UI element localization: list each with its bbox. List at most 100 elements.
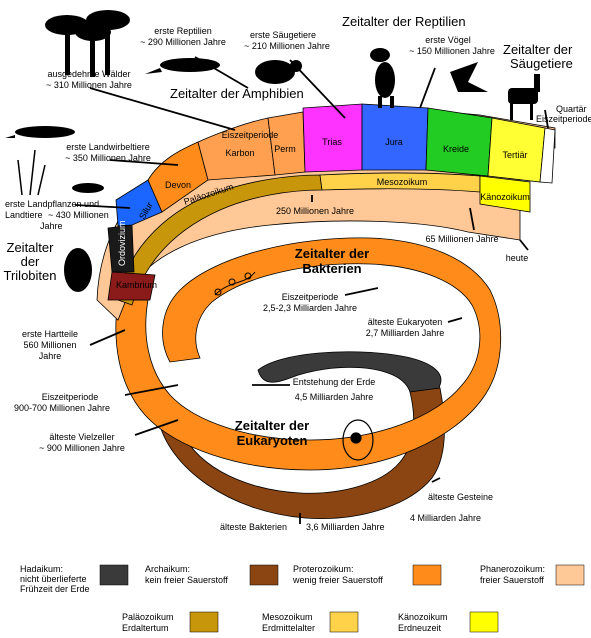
eiszeit25-annot-1: Eiszeitperiode	[282, 292, 339, 302]
devon-label: Devon	[165, 180, 191, 190]
trilobiten-heading-2: der	[21, 254, 40, 269]
plant-icon	[17, 149, 46, 196]
hadaikum-band	[257, 351, 442, 396]
landwirbel-annot-1: erste Landwirbeltiere	[66, 142, 150, 152]
eiszeit25-annot-2: 2,5-2,3 Milliarden Jahre	[263, 303, 357, 313]
legend: Hadaikum: nicht überlieferte Frühzeit de…	[20, 564, 585, 633]
zebra-icon	[508, 74, 540, 120]
waelder-annot-2: ~ 310 Millionen Jahre	[46, 80, 132, 90]
saeuger-annot-2: ~ 210 Millionen Jahre	[244, 41, 330, 51]
eukaryoten-heading-1: Zeitalter der	[235, 418, 309, 433]
voegel-annot-1: erste Vögel	[425, 35, 471, 45]
gesteine-annot-2: 4 Milliarden Jahre	[410, 513, 481, 523]
legend-swatch-archaikum	[249, 564, 279, 586]
reptile-icon	[145, 58, 220, 74]
trilobite-icon	[64, 248, 92, 292]
amphibien-heading: Zeitalter der Amphibien	[170, 86, 304, 101]
silur-block	[115, 179, 163, 227]
saeugetiere-heading-1: Zeitalter der	[503, 42, 573, 57]
legend-kaenozoikum-2: Erdneuzeit	[398, 623, 442, 633]
eukaryote-cell-icon	[342, 419, 374, 461]
legend-swatch-kaenozoikum	[469, 611, 499, 633]
tertiaer-label: Tertiär	[502, 150, 527, 160]
legend-archaikum-2: kein freier Sauerstoff	[145, 575, 228, 585]
landwirbel-annot-2: ~ 350 Millionen Jahre	[65, 153, 151, 163]
perm-label: Perm	[274, 144, 296, 154]
hartteile-annot-3: Jahre	[39, 351, 62, 361]
eukaryoten-heading-2: Eukaryoten	[237, 433, 308, 448]
bakterien-heading-1: Zeitalter der	[295, 246, 369, 261]
kaenozoikum-label: Känozoikum	[480, 192, 530, 202]
insect-icon	[72, 183, 104, 193]
dinosaur-icon	[370, 48, 395, 108]
landpflanzen-annot-2: Landtiere	[5, 210, 43, 220]
legend-mesozoikum-1: Mesozoikum	[262, 612, 313, 622]
quartaer-block	[539, 127, 556, 184]
vielzeller-annot-2: ~ 900 Millionen Jahre	[39, 443, 125, 453]
legend-mesozoikum-2: Erdmittelalter	[262, 623, 315, 633]
kambrium-block	[107, 271, 156, 301]
trias-label: Trias	[322, 137, 342, 147]
bakterien-annot-1: älteste Bakterien	[220, 522, 287, 532]
bakterien-heading-2: Bakterien	[302, 261, 361, 276]
trilobiten-heading-1: Zeitalter	[7, 240, 55, 255]
jura-label: Jura	[385, 137, 403, 147]
hartteile-annot-2: 560 Millionen	[23, 340, 76, 350]
kaenozoikum-stripe	[479, 175, 531, 213]
legend-hadaikum-3: Frühzeit der Erde	[20, 584, 90, 594]
legend-swatch-palaeozoikum	[189, 611, 219, 633]
voegel-annot-2: ~ 150 Millionen Jahre	[409, 46, 495, 56]
kreide-block	[425, 107, 493, 177]
legend-swatch-proterozoikum	[412, 564, 442, 586]
heute-annot: heute	[506, 253, 529, 263]
legend-palaeozoikum-2: Erdaltertum	[122, 623, 169, 633]
archaikum-band	[157, 387, 445, 519]
hartteile-annot-1: erste Hartteile	[22, 329, 78, 339]
reptilien-annot-2: ~ 290 Millionen Jahre	[140, 37, 226, 47]
bakterien-annot-2: 3,6 Milliarden Jahre	[306, 522, 385, 532]
vielzeller-annot-1: älteste Vielzeller	[49, 432, 114, 442]
trilobiten-heading-3: Trilobiten	[4, 268, 57, 283]
legend-hadaikum-2: nicht überlieferte	[20, 574, 87, 584]
erde-annot-2: 4,5 Milliarden Jahre	[295, 392, 374, 402]
saeugetiere-heading-2: Säugetiere	[510, 56, 573, 71]
reptilien-annot-1: erste Reptilien	[154, 26, 212, 36]
eiszeitperiode-karbon-label: Eiszeitperiode	[222, 130, 279, 140]
legend-phanerozoikum-1: Phanerozoikum:	[480, 564, 545, 574]
kambrium-label: Kambrium	[116, 280, 157, 290]
legend-swatch-phanerozoikum	[555, 564, 585, 586]
eiszeit900-annot-2: 900-700 Millionen Jahre	[14, 403, 110, 413]
quartaer-label-1: Quartär	[556, 104, 587, 114]
m250-annot: 250 Millionen Jahre	[276, 206, 354, 216]
landpflanzen-annot-3: ~ 430 Millionen	[48, 210, 109, 220]
legend-swatch-mesozoikum	[329, 611, 359, 633]
reptilien-heading: Zeitalter der Reptilien	[342, 14, 466, 29]
legend-hadaikum-1: Hadaikum:	[20, 564, 63, 574]
landpflanzen-annot-1: erste Landpflanzen und	[5, 199, 99, 209]
legend-proterozoikum-2: wenig freier Sauerstoff	[292, 575, 383, 585]
mammal-icon	[255, 60, 302, 84]
bacteria-icon	[214, 271, 256, 296]
palm-tree-icon	[45, 10, 130, 77]
legend-proterozoikum-1: Proterozoikum:	[293, 564, 354, 574]
karbon-label: Karbon	[225, 148, 254, 158]
eukaryoten-annot-1: älteste Eukaryoten	[368, 317, 443, 327]
legend-palaeozoikum-1: Paläozoikum	[122, 612, 174, 622]
ordovizium-label: Ordovizium	[117, 220, 127, 266]
eiszeit900-annot-1: Eiszeitperiode	[42, 392, 99, 402]
quartaer-label-2: Eiszeitperiode	[536, 114, 591, 124]
eukaryoten-annot-2: 2,7 Milliarden Jahre	[366, 328, 445, 338]
waelder-annot-1: ausgedehnte Wälder	[47, 69, 130, 79]
legend-swatch-hadaikum	[99, 564, 129, 586]
ordovizium-block	[107, 224, 135, 273]
amphibian-icon	[5, 126, 75, 138]
kreide-label: Kreide	[443, 144, 469, 154]
mesozoikum-label: Mesozoikum	[377, 177, 428, 187]
erde-annot-1: Entstehung der Erde	[293, 377, 376, 387]
legend-kaenozoikum-1: Känozoikum	[398, 612, 448, 622]
m65-annot: 65 Millionen Jahre	[425, 234, 498, 244]
landpflanzen-annot-4: Jahre	[40, 221, 63, 231]
saeuger-annot-1: erste Säugetiere	[250, 30, 316, 40]
